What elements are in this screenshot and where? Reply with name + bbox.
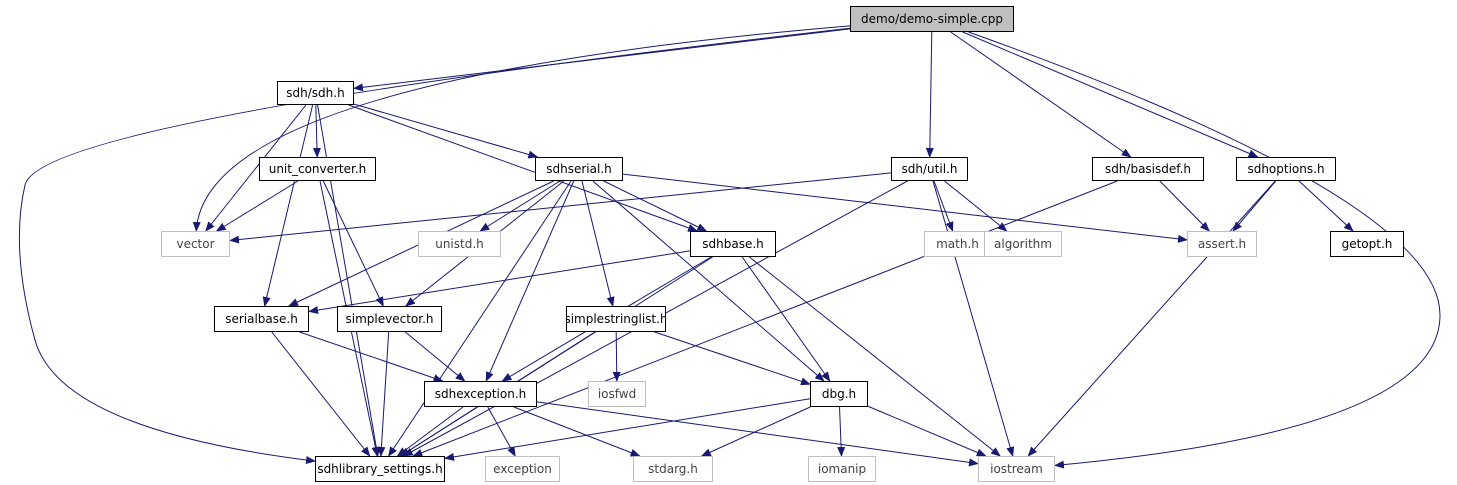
edge-basisdef-assert: [1159, 180, 1210, 232]
node-stdarg-h: stdarg.h: [633, 456, 713, 482]
node-assert-h: assert.h: [1187, 231, 1257, 257]
edge-sdh-unitconv: [312, 104, 321, 158]
node-sdhserial-h[interactable]: sdhserial.h: [535, 157, 623, 181]
edge-sdhserial-unistd: [479, 180, 561, 232]
node-dbg-h[interactable]: dbg.h: [810, 381, 868, 407]
node-getopt-h[interactable]: getopt.h: [1330, 231, 1404, 257]
node-exception: exception: [485, 456, 560, 482]
edge-sdhbase-iostream: [749, 256, 1001, 457]
node-math-h: math.h: [924, 231, 991, 257]
edge-sdhoptions-assert: [1232, 180, 1277, 232]
edge-sdhserial-sdhlibrary: [388, 180, 572, 457]
edge-basisdef-sdhlibrary: [412, 180, 1118, 457]
edge-dbg-iostream: [867, 405, 987, 457]
edge-sdh-vector: [205, 104, 307, 232]
edge-util-iostream: [932, 180, 1015, 457]
edge-sdhserial-dbg: [592, 180, 825, 382]
edge-util-algorithm: [944, 180, 1008, 232]
node-unistd-h: unistd.h: [418, 231, 501, 257]
edge-serialbase-sdhexception: [299, 331, 444, 382]
edge-dbg-stdarg: [700, 406, 811, 457]
edge-dbg-iomanip: [837, 406, 846, 457]
edge-sdh-sdhserial: [353, 103, 539, 159]
edge-sdhbase-serialbase: [308, 250, 691, 314]
edge-simplevector-sdhexception: [404, 331, 466, 382]
node-sdhoptions-h[interactable]: sdhoptions.h: [1236, 157, 1336, 181]
edge-demo-sdhoptions: [962, 31, 1259, 158]
edge-sdhoptions-iostream: [1027, 180, 1276, 457]
edges: [18, 25, 1441, 469]
edge-dbg-sdhlibrary: [444, 398, 811, 461]
edge-sdhoptions-getopt: [1298, 180, 1354, 232]
edge-sdhserial-sdhexception: [485, 180, 575, 382]
node-iomanip: iomanip: [808, 456, 876, 482]
edge-sdhexception-stdarg: [513, 406, 641, 457]
edge-simplestringlist-dbg: [654, 331, 811, 386]
edge-demo-sdhlibrary: [18, 27, 851, 464]
node-iosfwd: iosfwd: [588, 381, 646, 407]
edge-unitconv-simplevector: [322, 180, 384, 307]
edge-sdhserial-simplestringlist: [581, 180, 615, 307]
edge-sdh-serialbase: [262, 104, 314, 307]
edge-sdh-sdhbase: [348, 104, 698, 232]
node-sdhbase-h[interactable]: sdhbase.h: [690, 231, 776, 257]
node-sdhlibrary-settings-h[interactable]: sdhlibrary_settings.h: [315, 456, 445, 482]
edge-serialbase-sdhlibrary: [271, 331, 371, 457]
edge-sdhexception-iostream: [536, 401, 979, 467]
node-vector: vector: [161, 231, 230, 257]
edge-demo-vector: [192, 25, 851, 232]
edge-demo-util: [925, 31, 934, 158]
node-util-h[interactable]: sdh/util.h: [891, 157, 968, 181]
edge-simplevector-sdhlibrary: [377, 331, 390, 457]
edge-sdhbase-dbg: [741, 256, 831, 382]
node-iostream: iostream: [978, 456, 1055, 482]
node-basisdef-h[interactable]: sdh/basisdef.h: [1092, 157, 1204, 181]
node-serialbase-h[interactable]: serialbase.h: [214, 306, 309, 332]
node-algorithm: algorithm: [984, 231, 1062, 257]
edge-demo-iostream: [968, 31, 1441, 469]
edge-util-math: [933, 180, 954, 232]
edge-util-vector: [229, 172, 892, 244]
edge-sdhserial-assert: [622, 173, 1188, 243]
edge-demo-basisdef: [950, 31, 1132, 158]
edge-simplestringlist-iosfwd: [612, 331, 621, 382]
edge-sdhserial-sdhbase: [603, 180, 708, 232]
node-sdh-h[interactable]: sdh/sdh.h: [277, 81, 354, 105]
node-simplestringlist-h[interactable]: simplestringlist.h: [566, 306, 666, 332]
node-demo-simple-cpp[interactable]: demo/demo-simple.cpp: [850, 6, 1014, 32]
node-simplevector-h[interactable]: simplevector.h: [337, 306, 442, 332]
edge-unitconv-vector: [215, 180, 299, 232]
node-sdhexception-h[interactable]: sdhexception.h: [424, 381, 537, 407]
edge-sdhexception-sdhlibrary: [396, 406, 464, 457]
node-unit-converter-h[interactable]: unit_converter.h: [259, 157, 376, 181]
